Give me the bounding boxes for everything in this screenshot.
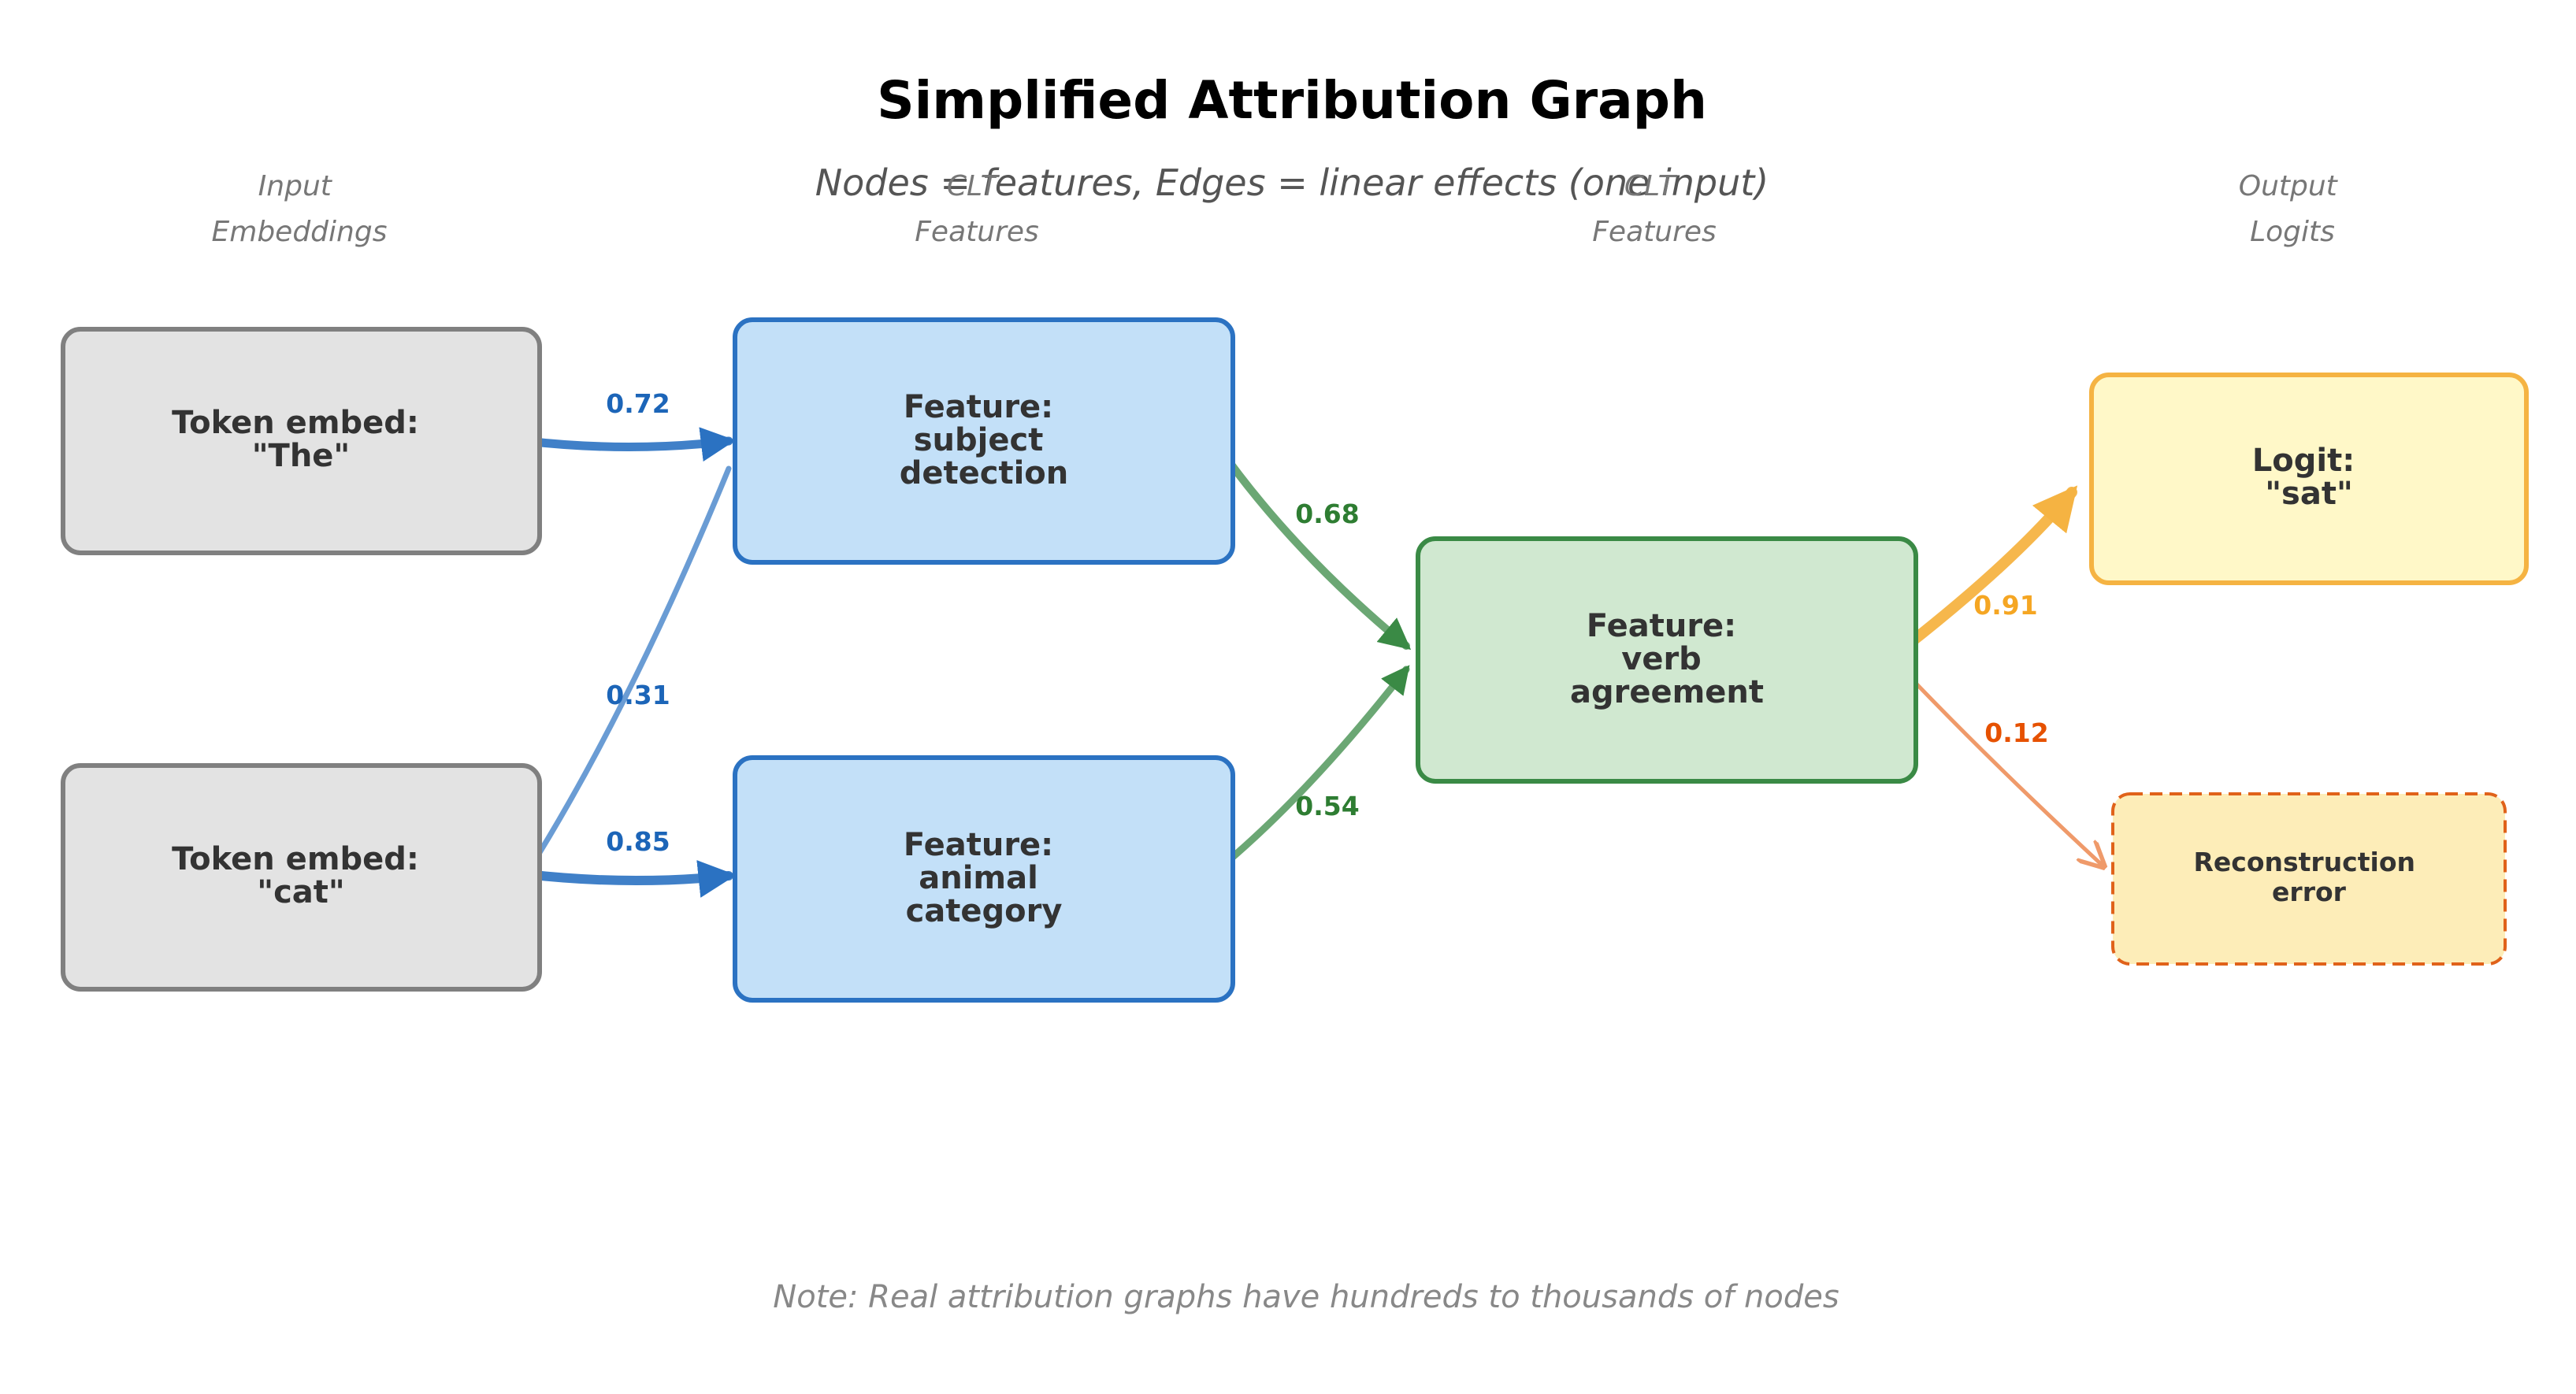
node-token-the-label: Token embed: "The" [172,405,430,474]
node-feature-animal-category-label: Feature: animal category [904,827,1064,929]
node-feature-verb-agreement [1416,536,1918,784]
node-logit-sat [2089,373,2529,585]
edge-weight-verb-reconstruction: 0.12 [1984,717,2048,748]
edge-weight-cat-animal: 0.85 [606,826,670,857]
layer-label-clt-2: CLT Features [1592,170,1717,248]
node-feature-verb-agreement-label: Feature: verb agreement [1570,608,1764,710]
layer-label-output: Output Logits [2239,170,2347,248]
edge-weight-animal-verb: 0.54 [1295,791,1359,821]
edge-weight-cat-subject: 0.31 [606,680,670,710]
node-reconstruction-error-label: Reconstruction error [2193,847,2424,907]
edge-verb-to-sat [1901,485,2078,651]
edge-weight-subject-verb: 0.68 [1295,499,1359,529]
layer-label-input: Input Embeddings [212,170,388,248]
edge-cat-to-subject [523,465,732,877]
edge-the-to-subject [522,427,736,462]
edge-weight-the-subject: 0.72 [606,388,670,419]
footer-note: Note: Real attribution graphs have hundr… [773,1279,1839,1315]
node-reconstruction-error [2111,792,2507,966]
node-feature-subject-detection [733,317,1235,565]
edge-cat-to-animal [522,860,737,898]
diagram-title: Simplified Attribution Graph [877,70,1707,131]
node-feature-subject-detection-label: Feature: subject detection [900,389,1069,491]
node-feature-animal-category [733,755,1235,1003]
edge-weight-verb-sat: 0.91 [1973,590,2037,621]
layer-label-clt-1: CLT Features [915,170,1039,248]
edge-subject-to-verb [1213,441,1412,651]
node-token-the [61,327,542,555]
edge-verb-to-reconstruction [1904,671,2102,865]
node-token-cat [61,763,542,992]
edge-animal-to-verb [1213,665,1410,874]
node-logit-sat-label: Logit: "sat" [2252,443,2366,512]
diagram-subtitle: Nodes = features, Edges = linear effects… [815,161,1769,204]
node-token-cat-label: Token embed: "cat" [172,841,430,910]
